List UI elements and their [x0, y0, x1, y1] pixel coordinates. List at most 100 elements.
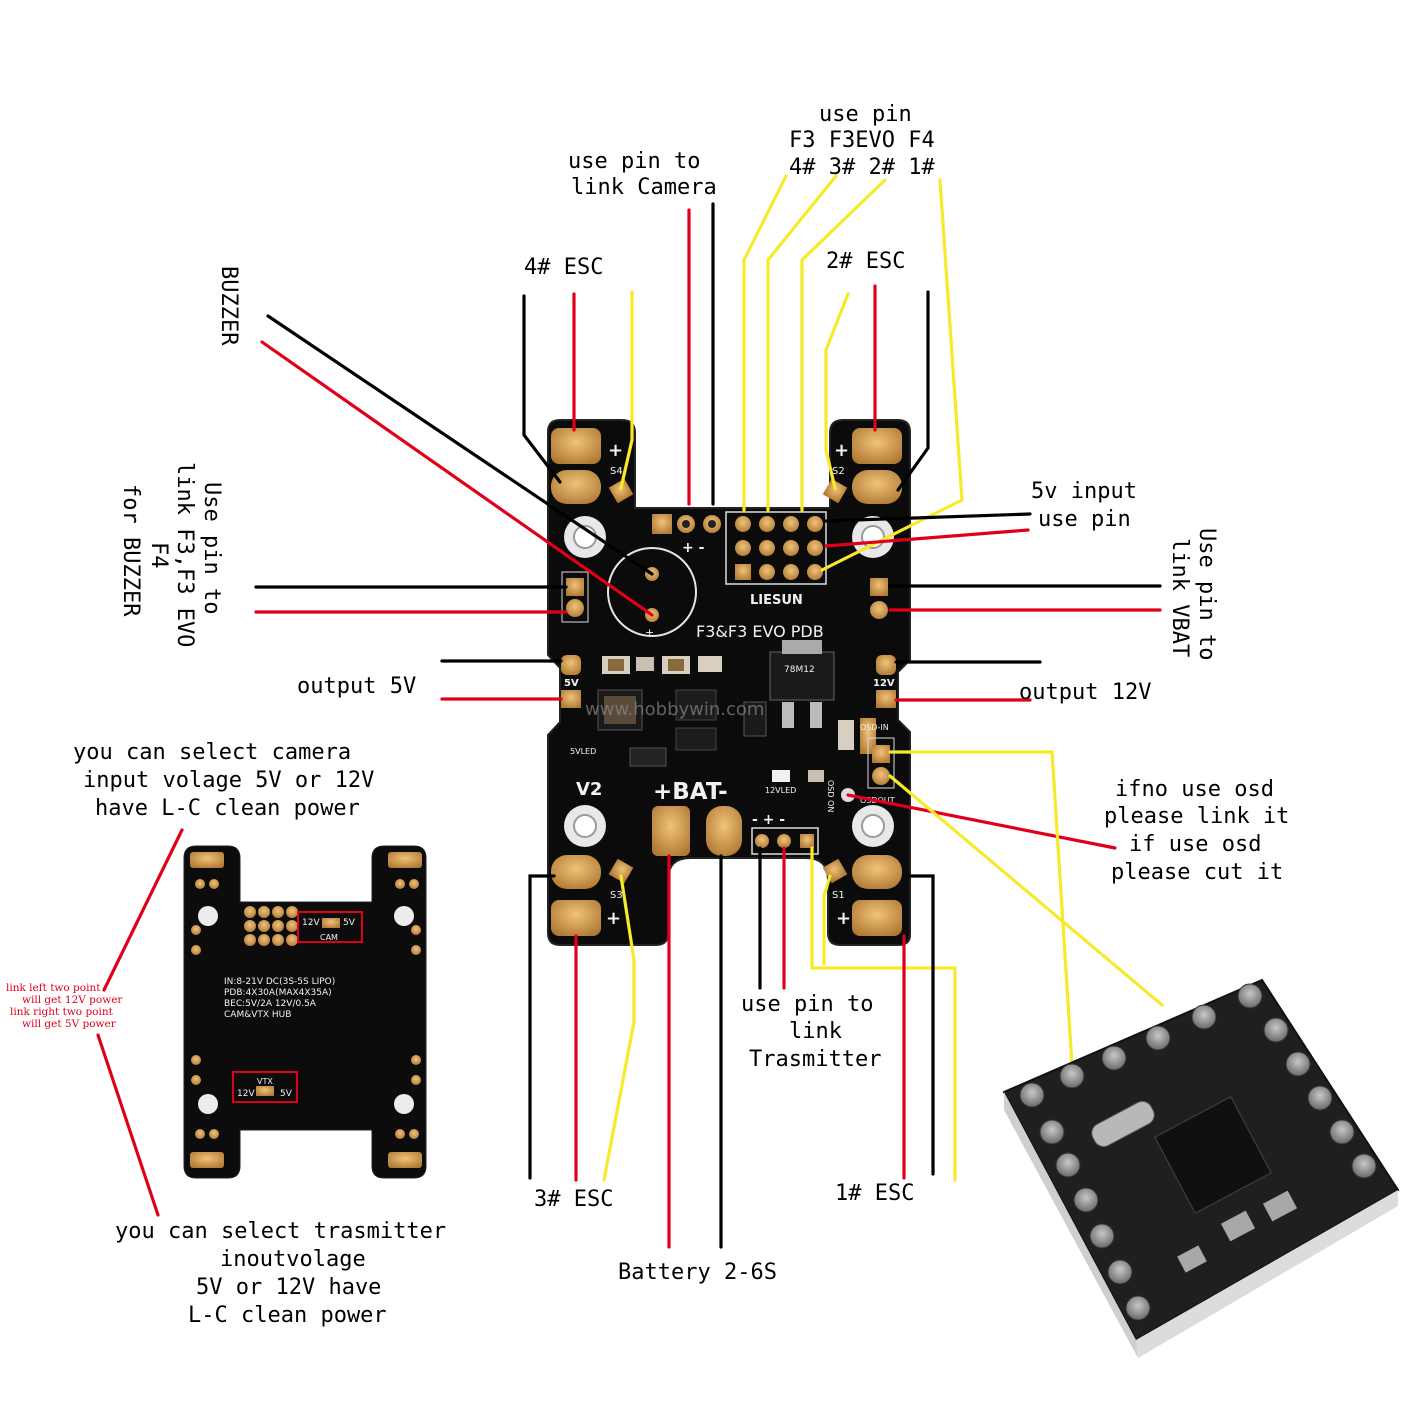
- label-5v-input-1: 5v input: [1031, 479, 1137, 504]
- components: [597, 640, 854, 782]
- wires: [96, 174, 1164, 1249]
- label-camera-pin-2: link Camera: [571, 175, 717, 200]
- mount-hole-bl: [564, 805, 606, 847]
- label-esc2: 2# ESC: [826, 249, 905, 274]
- label-trasmitter-pin-2: link: [789, 1019, 842, 1044]
- label-buzzer-pin-4: for BUZZER: [118, 484, 143, 617]
- back-cam-5v: 5V: [343, 918, 356, 928]
- esc2-pad: [852, 428, 902, 504]
- silk-plus-tr: +: [834, 440, 849, 461]
- silk-s1: S1: [832, 890, 845, 901]
- camera-pin-header: [652, 514, 721, 534]
- label-trasmitter-select-3: 5V or 12V have: [196, 1275, 381, 1300]
- label-osd-note-1: ifno use osd: [1115, 777, 1274, 802]
- label-esc3: 3# ESC: [534, 1187, 613, 1212]
- back-spec-line4: CAM&VTX HUB: [224, 1010, 291, 1020]
- silk-brand: LIESUN: [750, 593, 803, 608]
- silk-version: V2: [576, 779, 602, 800]
- label-trasmitter-select-4: L-C clean power: [188, 1303, 387, 1328]
- label-trasmitter-select-2: inoutvolage: [220, 1247, 366, 1272]
- s2-pad: [822, 478, 848, 504]
- label-buzzer-pin-1: Use pin to: [199, 482, 224, 614]
- silk-board-name: F3&F3 EVO PDB: [696, 622, 824, 641]
- label-output-12v: output 12V: [1019, 680, 1151, 705]
- label-camera-select-2: input volage 5V or 12V: [83, 768, 374, 793]
- 5v-output-pads: [561, 655, 581, 708]
- label-link-note-4: will get 5V power: [22, 1018, 117, 1030]
- back-board: 12V 5V CAM VTX 12V 5V IN:8-21V DC(3S-5S …: [183, 845, 427, 1179]
- back-vtx-5v: 5V: [280, 1089, 293, 1099]
- label-vbat-2: link VBAT: [1167, 538, 1192, 657]
- back-vtx-12v: 12V: [237, 1089, 255, 1099]
- osd-pads: [841, 718, 895, 802]
- silk-osd-in: OSD-IN: [860, 723, 889, 732]
- label-link-note-2: will get 12V power: [22, 994, 123, 1006]
- silk-plus-tl: +: [608, 440, 623, 461]
- label-trasmitter-select-1: you can select trasmitter: [115, 1219, 446, 1244]
- silk-5v: 5V: [564, 678, 579, 689]
- label-trasmitter-pin-1: use pin to: [741, 992, 873, 1017]
- esc3-pad: [551, 855, 601, 936]
- bat-plus-pad: [652, 806, 690, 856]
- back-spec-line3: BEC:5V/2A 12V/0.5A: [224, 999, 317, 1009]
- label-battery: Battery 2-6S: [618, 1260, 777, 1285]
- back-board-outline: [183, 845, 427, 1179]
- label-osd-note-2: please link it: [1104, 804, 1289, 829]
- label-camera-select-3: have L-C clean power: [95, 796, 360, 821]
- labels: use pin to link Camera use pin F3 F3EVO …: [6, 102, 1289, 1328]
- vtx-pin-header: [751, 827, 819, 855]
- label-buzzer-pin-3: F4: [146, 542, 171, 569]
- silk-12v: 12V: [873, 678, 895, 689]
- label-link-note-3: link right two point: [10, 1006, 114, 1018]
- silk-plus-br: +: [836, 908, 851, 929]
- silk-plus-bl: +: [606, 908, 621, 929]
- back-spec-line2: PDB:4X30A(MAX4X35A): [224, 988, 332, 998]
- 12v-output-pads: [876, 655, 896, 708]
- silk-s2: S2: [832, 466, 845, 477]
- label-esc4: 4# ESC: [524, 255, 603, 280]
- label-buzzer: BUZZER: [216, 266, 241, 346]
- label-trasmitter-pin-3: Trasmitter: [749, 1047, 881, 1072]
- buzzer-side-pads: [561, 571, 589, 623]
- label-output-5v: output 5V: [297, 674, 416, 699]
- label-buzzer-pin-2: link F3,F3 EVO: [172, 462, 197, 647]
- silk-s4: S4: [610, 466, 623, 477]
- silk-5vled: 5VLED: [570, 747, 596, 756]
- silk-regulator: 78M12: [784, 665, 815, 675]
- s3-pad: [608, 858, 634, 884]
- silk-12vled: 12VLED: [765, 786, 796, 795]
- silk-buzzer-plus: +: [645, 626, 654, 639]
- back-spec-line1: IN:8-21V DC(3S-5S LIPO): [224, 977, 335, 987]
- main-board: LIESUN F3&F3 EVO PDB V2 +BAT- 5V 12V 5VL…: [547, 419, 911, 946]
- label-5v-input-2: use pin: [1038, 507, 1131, 532]
- mount-hole-br: [852, 805, 894, 847]
- back-cam-12v: 12V: [302, 918, 320, 928]
- label-osd-note-3: if use osd: [1129, 832, 1261, 857]
- silk-s3: S3: [610, 890, 623, 901]
- label-vbat-1: Use pin to: [1194, 528, 1219, 660]
- osd-module: [1002, 978, 1400, 1358]
- cam-jumper-box: [297, 911, 363, 943]
- back-cam-label: CAM: [320, 933, 338, 942]
- vbat-side-pads: [870, 578, 888, 619]
- esc4-pad: [551, 428, 601, 504]
- label-osd-note-4: please cut it: [1111, 860, 1283, 885]
- label-esc1: 1# ESC: [835, 1181, 914, 1206]
- silk-osd-on: OSD ON: [826, 780, 835, 812]
- bat-minus-pad: [706, 806, 742, 856]
- watermark: www.hobbywin.com: [585, 699, 764, 720]
- silk-bat: +BAT-: [653, 779, 728, 805]
- receiver-pin-header: [725, 511, 827, 585]
- label-receiver-pin-3: 4# 3# 2# 1#: [789, 155, 935, 180]
- label-receiver-pin-1: use pin: [819, 102, 912, 127]
- silk-camera-pm: + -: [682, 540, 705, 556]
- vtx-jumper-box: [232, 1071, 298, 1103]
- silk-vtx-pm: - + -: [752, 812, 785, 828]
- esc1-pad: [852, 855, 902, 936]
- label-receiver-pin-2: F3 F3EVO F4: [789, 128, 935, 153]
- back-vtx-label: VTX: [257, 1077, 273, 1086]
- label-camera-pin-1: use pin to: [568, 149, 700, 174]
- label-camera-select-1: you can select camera: [73, 740, 351, 765]
- label-link-note-1: link left two point: [6, 982, 101, 994]
